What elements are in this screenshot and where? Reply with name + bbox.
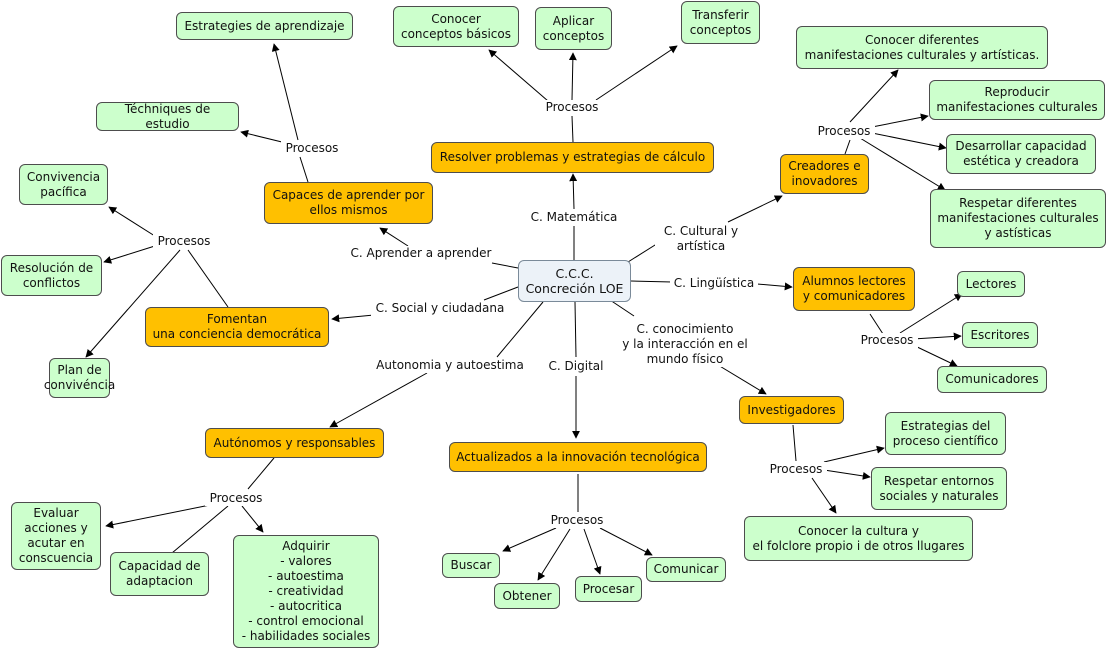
leaf-aplicar[interactable]: Aplicar conceptos — [535, 7, 612, 50]
leaf-plan[interactable]: Plan de convivéncia — [44, 358, 115, 398]
leaf-conocer-basicos[interactable]: Conocer conceptos básicos — [393, 6, 519, 47]
leaf-desarrollar[interactable]: Desarrollar capacidad estética y creador… — [946, 134, 1096, 174]
root-node[interactable]: C.C.C. Concreción LOE — [518, 260, 631, 302]
leaf-obtener[interactable]: Obtener — [494, 583, 560, 609]
procesos-label-digital: Procesos — [546, 513, 608, 528]
leaf-reproducir[interactable]: Reproducir manifestaciones culturales — [929, 80, 1105, 120]
hub-autonomos[interactable]: Autónomos y responsables — [205, 428, 384, 458]
leaf-capacidad[interactable]: Capacidad de adaptacion — [110, 552, 209, 596]
hub-fomentan[interactable]: Fomentan una conciencia democrática — [145, 307, 329, 347]
hub-investigadores[interactable]: Investigadores — [739, 396, 844, 424]
leaf-respetar-entornos[interactable]: Respetar entornos sociales y naturales — [871, 467, 1007, 510]
leaf-procesar[interactable]: Procesar — [575, 576, 642, 602]
leaf-conocer-cultura[interactable]: Conocer la cultura y el folclore propio … — [744, 516, 973, 561]
link-label-matematica: C. Matemática — [527, 210, 621, 225]
procesos-label-autonomia: Procesos — [205, 491, 267, 506]
procesos-label-aprender: Procesos — [281, 141, 343, 156]
leaf-transferir[interactable]: Transferir conceptos — [681, 1, 760, 44]
link-label-social: C. Social y ciudadana — [371, 301, 509, 316]
hub-resolver[interactable]: Resolver problemas y estrategias de cálc… — [431, 142, 714, 173]
leaf-estrategias-aprendizaje[interactable]: Estrategies de aprendizaje — [176, 12, 353, 40]
procesos-label-social: Procesos — [153, 234, 215, 249]
leaf-respetar-manifestaciones[interactable]: Respetar diferentes manifestaciones cult… — [930, 189, 1106, 248]
link-label-linguistica: C. Lingüística — [670, 276, 758, 291]
leaf-estrategias-cientifico[interactable]: Estrategias del proceso científico — [885, 412, 1006, 455]
link-label-cultural: C. Cultural y artística — [655, 224, 747, 254]
hub-lectores[interactable]: Alumnos lectores y comunicadores — [793, 267, 915, 311]
leaf-convivencia[interactable]: Convivencia pacífica — [19, 164, 108, 205]
leaf-tecniques[interactable]: Téchniques de estudio — [96, 102, 239, 131]
hub-capaces[interactable]: Capaces de aprender por ellos mismos — [264, 182, 433, 224]
leaf-adquirir[interactable]: Adquirir - valores - autoestima - creati… — [233, 535, 379, 648]
leaf-buscar[interactable]: Buscar — [442, 553, 500, 578]
leaf-escritores[interactable]: Escritores — [962, 322, 1038, 348]
procesos-label-matematica: Procesos — [541, 100, 603, 115]
leaf-evaluar[interactable]: Evaluar acciones y acutar en conscuencia — [11, 502, 101, 570]
procesos-label-cultural: Procesos — [813, 124, 875, 139]
procesos-label-conocimiento: Procesos — [765, 462, 827, 477]
leaf-comunicar[interactable]: Comunicar — [646, 557, 726, 582]
link-label-aprender: C. Aprender a aprender — [345, 246, 497, 261]
leaf-resolucion[interactable]: Resolución de conflictos — [1, 255, 102, 296]
leaf-comunicadores[interactable]: Comunicadores — [937, 366, 1047, 393]
link-label-digital: C. Digital — [543, 359, 609, 374]
hub-creadores[interactable]: Creadores e inovadores — [780, 154, 869, 194]
link-label-conocimiento: C. conocimiento y la interacción en el m… — [615, 322, 755, 367]
leaf-conocer-manifestaciones[interactable]: Conocer diferentes manifestaciones cultu… — [796, 26, 1048, 69]
leaf-lectores[interactable]: Lectores — [957, 271, 1025, 297]
hub-actualizados[interactable]: Actualizados a la innovación tecnológica — [449, 442, 707, 472]
link-label-autonomia: Autonomia y autoestima — [371, 358, 529, 373]
procesos-label-linguistica: Procesos — [856, 333, 918, 348]
